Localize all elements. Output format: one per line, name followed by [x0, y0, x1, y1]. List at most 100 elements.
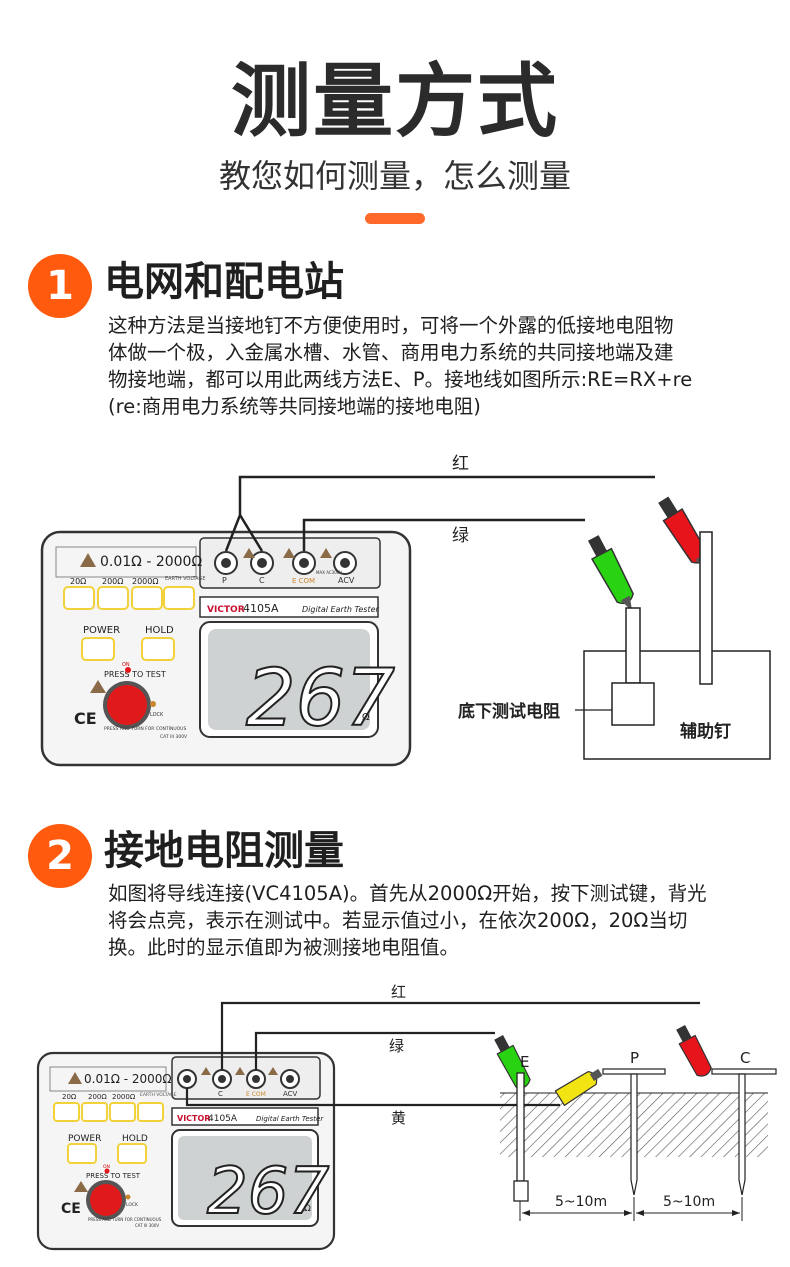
page-subtitle: 教您如何测量，怎么测量 [218, 157, 571, 195]
earth-voltage-label: EARTH VOLTAGE [165, 576, 206, 582]
wire-jumper [238, 514, 264, 552]
section-1-line: 这种方法是当接地钉不方便使用时，可将一个外露的低接地电阻物 [108, 314, 674, 337]
terminal-label-acv: ACV [283, 1090, 298, 1098]
range-200: 200Ω [88, 1093, 107, 1101]
terminal-label-c: C [218, 1090, 223, 1098]
spike-p-label: P [630, 1049, 639, 1067]
section-2-line: 如图将导线连接(VC4105A)。首先从2000Ω开始，按下测试键，背光 [108, 882, 707, 905]
section-1-line: 体做一个极，入金属水槽、水管、商用电力系统的共同接地端及建 [108, 341, 674, 364]
cat-label: CAT III 300V [160, 734, 188, 740]
warning-triangle-icon [243, 548, 255, 558]
wire-red [220, 1001, 700, 1070]
terminal-label-acv: ACV [338, 576, 355, 585]
hold-button[interactable] [141, 637, 175, 661]
product-name: Digital Earth Tester [302, 605, 380, 614]
warning-triangle-icon [283, 548, 295, 558]
lcd-reading: 267 [207, 1155, 329, 1229]
range-label: 0.01Ω - 2000Ω [100, 554, 202, 570]
range-panel [55, 546, 197, 578]
wire-yellow [185, 1088, 560, 1107]
yellow-clip-icon [554, 1068, 603, 1107]
wire-green-label: 绿 [452, 526, 469, 546]
terminal-jacks[interactable] [177, 1069, 300, 1089]
hold-label: HOLD [122, 1134, 148, 1144]
wire-green-label: 绿 [389, 1037, 404, 1055]
cat-label: CAT III 300V [135, 1223, 159, 1228]
terminal-label-p: P [222, 576, 227, 585]
warning-triangle-icon [74, 1181, 88, 1192]
warning-triangle-icon [68, 1072, 82, 1084]
product-name: Digital Earth Tester [256, 1115, 324, 1123]
spike-c [711, 1068, 777, 1196]
terminal-label-e: E COM [292, 577, 315, 585]
test-resistance-block [611, 682, 655, 726]
diagram-1-two-wire: 0.01Ω - 2000Ω 20Ω 200Ω 2000Ω EARTH VOLTA… [40, 454, 771, 767]
section-2-line: 将会点亮，表示在测试中。若显示值过小，在依次200Ω，20Ω当切 [108, 909, 688, 932]
spike-e [513, 1072, 529, 1202]
range-2000: 2000Ω [132, 577, 158, 586]
resistance-label: 底下测试电阻 [458, 701, 560, 722]
wire-red [224, 475, 655, 552]
lcd-screen [178, 1136, 312, 1220]
tester-device: 0.01Ω - 2000Ω 20Ω 200Ω 2000Ω EARTH VOLTA… [36, 1051, 336, 1251]
hold-label: HOLD [145, 625, 174, 636]
range-buttons[interactable] [63, 586, 195, 610]
ground-box [583, 650, 771, 760]
warning-triangle-icon [268, 1067, 278, 1075]
brand-logo: VICTOR [207, 605, 245, 615]
test-knob[interactable] [90, 1184, 122, 1216]
lock-label: LOCK [150, 712, 164, 718]
power-button[interactable] [67, 1143, 97, 1164]
range-buttons[interactable] [53, 1102, 164, 1122]
distance-label-2: 5~10m [663, 1194, 715, 1210]
ce-mark: CE [61, 1201, 81, 1217]
power-button[interactable] [81, 637, 115, 661]
range-20: 20Ω [62, 1093, 77, 1101]
section-1-line: 物接地端，都可以用此两线方法E、P。接地线如图所示:RE=RX+re [108, 368, 693, 391]
power-label: POWER [83, 625, 120, 636]
accent-divider [365, 213, 425, 224]
red-clip-icon [676, 1024, 712, 1077]
section-2-title: 接地电阻测量 [104, 828, 344, 874]
range-2000: 2000Ω [112, 1093, 136, 1101]
wire-green [302, 518, 585, 551]
on-label: ON [122, 662, 130, 668]
spike-c-label: C [740, 1049, 750, 1067]
range-200: 200Ω [102, 577, 123, 586]
terminal-jacks[interactable] [214, 551, 357, 575]
aux-spike-label: 辅助钉 [680, 721, 731, 742]
wire-green [254, 1031, 495, 1070]
lcd-reading: 267 [246, 654, 395, 744]
section-2-text: 如图将导线连接(VC4105A)。首先从2000Ω开始，按下测试键，背光 将会点… [108, 880, 748, 961]
spike-p [602, 1068, 666, 1196]
wire-yellow-label: 黄 [391, 1109, 406, 1127]
diagram-2-three-wire: 0.01Ω - 2000Ω 20Ω 200Ω 2000Ω EARTH VOLTA… [36, 983, 777, 1251]
power-label: POWER [68, 1134, 101, 1144]
aux-spike [699, 531, 713, 685]
section-1-title: 电网和配电站 [104, 259, 344, 305]
turn-note: PRESS AND TURN FOR CONTINUOUS [88, 1217, 162, 1222]
spike-e-label: E [520, 1053, 529, 1071]
range-label: 0.01Ω - 2000Ω [84, 1072, 172, 1086]
test-knob[interactable] [107, 685, 147, 725]
on-label: ON [103, 1164, 110, 1170]
section-1-badge: 1 [28, 254, 92, 318]
lock-label: LOCK [126, 1202, 139, 1208]
tester-device: 0.01Ω - 2000Ω 20Ω 200Ω 2000Ω EARTH VOLTA… [40, 530, 412, 767]
range-20: 20Ω [70, 577, 86, 586]
max-note: MAX AC300V [316, 570, 342, 575]
ce-mark: CE [74, 709, 97, 728]
distance-label-1: 5~10m [555, 1194, 607, 1210]
lcd-unit: Ω [304, 1204, 311, 1214]
model-label: 4105A [243, 602, 279, 615]
earth-voltage-label: EARTH VOLTAGE [140, 1092, 177, 1098]
brand-logo: VICTOR [177, 1114, 210, 1123]
section-1-line: (re:商用电力系统等共同接地端的接地电阻) [108, 395, 481, 418]
lcd-unit: Ω [362, 712, 370, 723]
hold-button[interactable] [117, 1143, 147, 1164]
wire-red-label: 红 [391, 983, 406, 1001]
press-label: PRESS TO TEST [86, 1172, 141, 1180]
test-rod [625, 607, 641, 684]
terminal-label-c: C [259, 576, 265, 585]
warning-triangle-icon [80, 553, 96, 567]
